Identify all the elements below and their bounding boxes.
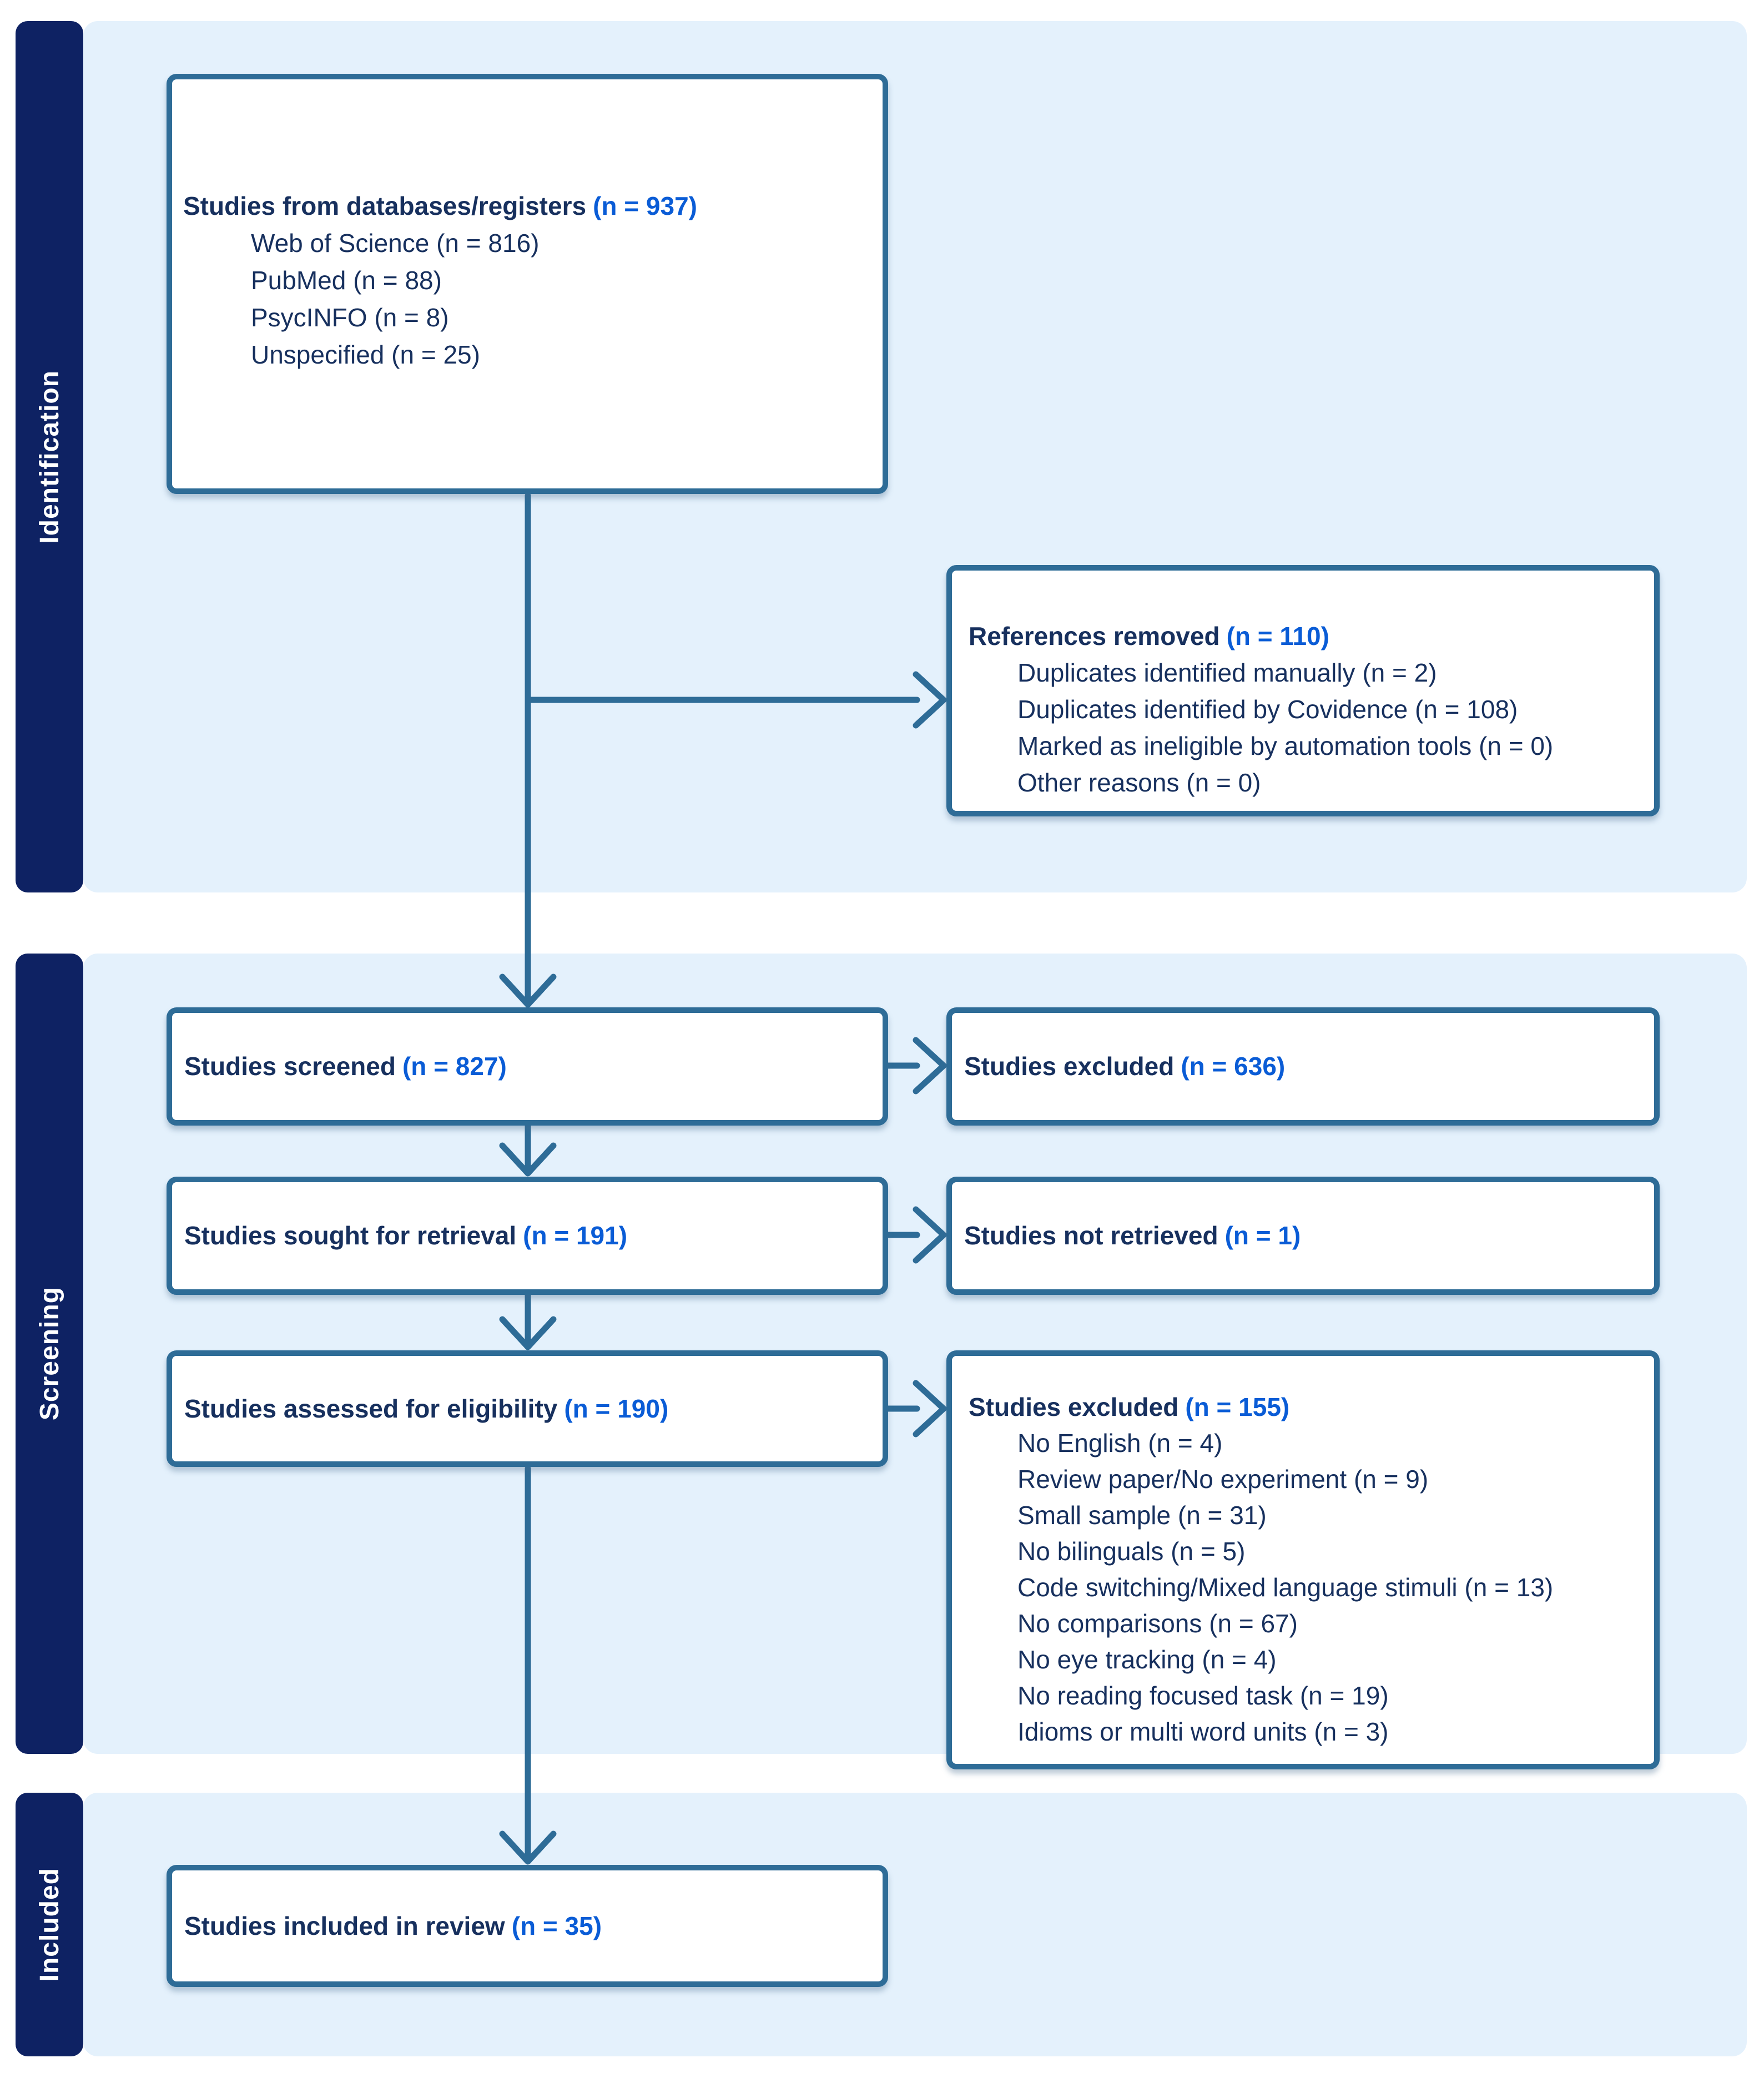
- exclusion-reason-list: No English (n = 4) Review paper/No exper…: [969, 1425, 1654, 1750]
- box-title: Studies from databases/registers(n = 937…: [183, 188, 883, 225]
- included-label: Included: [34, 1867, 64, 1982]
- list-item: No English (n = 4): [1017, 1429, 1223, 1457]
- box-studies-included-in-review: Studies included in review(n = 35): [167, 1865, 888, 1987]
- title-text: Studies excluded: [964, 1052, 1175, 1081]
- box-title: Studies excluded(n = 636): [964, 1048, 1285, 1085]
- list-item: No comparisons (n = 67): [1017, 1609, 1298, 1638]
- list-item: Review paper/No experiment (n = 9): [1017, 1465, 1429, 1494]
- list-item: Other reasons (n = 0): [1017, 768, 1261, 797]
- list-item: Unspecified (n = 25): [251, 340, 480, 369]
- title-count: (n = 110): [1226, 622, 1329, 650]
- list-item: PubMed (n = 88): [251, 266, 442, 295]
- list-item: Small sample (n = 31): [1017, 1501, 1267, 1530]
- title-count: (n = 155): [1185, 1393, 1290, 1421]
- box-title: Studies excluded(n = 155): [969, 1389, 1654, 1425]
- list-item: No eye tracking (n = 4): [1017, 1645, 1277, 1674]
- removal-reason-list: Duplicates identified manually (n = 2) D…: [969, 654, 1654, 801]
- title-count: (n = 636): [1181, 1052, 1286, 1081]
- title-count: (n = 827): [402, 1052, 507, 1081]
- title-count: (n = 191): [523, 1221, 628, 1250]
- list-item: Marked as ineligible by automation tools…: [1017, 732, 1554, 760]
- box-studies-screened: Studies screened(n = 827): [167, 1007, 888, 1126]
- title-text: Studies included in review: [184, 1911, 505, 1940]
- box-studies-assessed-for-eligibility: Studies assessed for eligibility(n = 190…: [167, 1350, 888, 1467]
- list-item: Duplicates identified manually (n = 2): [1017, 658, 1437, 687]
- list-item: No bilinguals (n = 5): [1017, 1537, 1246, 1566]
- list-item: PsycINFO (n = 8): [251, 303, 449, 332]
- box-studies-excluded-screening: Studies excluded(n = 636): [946, 1007, 1660, 1126]
- sidebar-included: Included: [16, 1793, 83, 2056]
- sidebar-identification: Identification: [16, 21, 83, 892]
- box-studies-from-databases: Studies from databases/registers(n = 937…: [167, 74, 888, 494]
- title-text: Studies assessed for eligibility: [184, 1394, 558, 1423]
- box-title: Studies included in review(n = 35): [184, 1908, 602, 1945]
- database-source-list: Web of Science (n = 816) PubMed (n = 88)…: [183, 225, 883, 374]
- title-count: (n = 937): [593, 191, 697, 220]
- list-item: Idioms or multi word units (n = 3): [1017, 1717, 1389, 1746]
- title-count: (n = 190): [564, 1394, 669, 1423]
- box-title: Studies screened(n = 827): [184, 1048, 507, 1085]
- title-text: References removed: [969, 622, 1220, 650]
- screening-label: Screening: [34, 1287, 64, 1421]
- title-text: Studies excluded: [969, 1393, 1179, 1421]
- title-text: Studies screened: [184, 1052, 396, 1081]
- box-title: References removed(n = 110): [969, 618, 1654, 654]
- box-title: Studies sought for retrieval(n = 191): [184, 1217, 627, 1254]
- list-item: No reading focused task (n = 19): [1017, 1681, 1389, 1710]
- list-item: Code switching/Mixed language stimuli (n…: [1017, 1573, 1554, 1602]
- title-text: Studies from databases/registers: [183, 191, 587, 220]
- title-count: (n = 35): [511, 1911, 602, 1940]
- box-title: Studies assessed for eligibility(n = 190…: [184, 1390, 668, 1428]
- box-studies-sought-for-retrieval: Studies sought for retrieval(n = 191): [167, 1177, 888, 1295]
- title-count: (n = 1): [1224, 1221, 1301, 1250]
- list-item: Web of Science (n = 816): [251, 229, 540, 258]
- title-text: Studies not retrieved: [964, 1221, 1218, 1250]
- sidebar-screening: Screening: [16, 954, 83, 1754]
- box-studies-not-retrieved: Studies not retrieved(n = 1): [946, 1177, 1660, 1295]
- list-item: Duplicates identified by Covidence (n = …: [1017, 695, 1518, 724]
- title-text: Studies sought for retrieval: [184, 1221, 517, 1250]
- box-studies-excluded-eligibility: Studies excluded(n = 155) No English (n …: [946, 1350, 1660, 1769]
- identification-label: Identification: [34, 370, 64, 544]
- box-references-removed: References removed(n = 110) Duplicates i…: [946, 565, 1660, 816]
- box-title: Studies not retrieved(n = 1): [964, 1217, 1301, 1254]
